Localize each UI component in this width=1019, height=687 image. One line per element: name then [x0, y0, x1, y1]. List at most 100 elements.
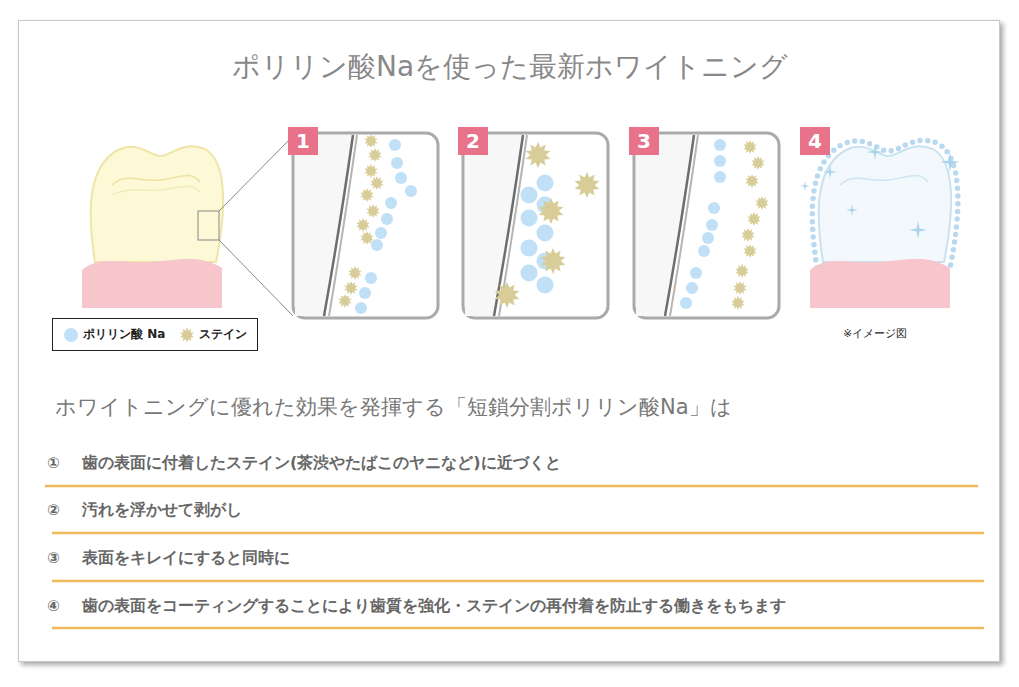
- stain-particle: [731, 296, 744, 310]
- stain-particle: [356, 218, 369, 232]
- polyphosphate-dot: [521, 187, 538, 204]
- panel-frame: [463, 133, 608, 318]
- stain-particle: [747, 212, 760, 226]
- zoom-box: [198, 211, 219, 240]
- polyphosphate-dot: [537, 175, 554, 192]
- tooth-crown: [819, 146, 951, 262]
- sparkles: [800, 144, 960, 239]
- polyphosphate-dot: [521, 240, 538, 257]
- polyphosphate-dot: [537, 277, 554, 294]
- polyphosphate-dot: [698, 245, 710, 257]
- sparkle: [800, 181, 810, 191]
- step-number: 4: [800, 127, 830, 155]
- polyphosphate-dot: [680, 297, 692, 309]
- item-text: 歯の表面をコーティングすることにより歯質を強化・ステインの再付着を防止する働きを…: [82, 596, 786, 617]
- enamel: [465, 135, 525, 316]
- polyphosphate-dot: [714, 139, 726, 151]
- item-text: 表面をキレイにすると同時に: [82, 548, 290, 569]
- stain-particle: [575, 172, 600, 198]
- stain-particle: [338, 294, 351, 308]
- crown-line: [112, 176, 200, 185]
- step-label: 3: [637, 131, 651, 151]
- polyphosphate-dot: [389, 139, 401, 151]
- swatch-star: [180, 327, 194, 342]
- stain-particle: [495, 282, 520, 308]
- zoom-panel: [463, 133, 608, 318]
- panel-frame: [293, 133, 438, 318]
- item-text: 歯の表面に付着したステイン(茶渋やたばこのヤニなど)に近づくと: [82, 453, 561, 474]
- underline: [45, 485, 978, 488]
- polyphosphate-dot: [385, 197, 397, 209]
- sparkle: [940, 152, 960, 172]
- polyphosphate-dot: [521, 265, 538, 282]
- tooth-white: [810, 140, 958, 308]
- legend-text: ステイン: [199, 326, 247, 343]
- stain-particle: [370, 176, 383, 190]
- underline: [52, 580, 984, 583]
- sparkle: [846, 204, 858, 216]
- panel-frame: [634, 133, 779, 318]
- item-number: ③: [47, 549, 60, 567]
- polyphosphate-dot: [714, 155, 726, 167]
- swatch-circle: [64, 328, 78, 342]
- polyphosphate-dot: [708, 202, 720, 214]
- gum: [82, 259, 222, 308]
- tooth-stained: [82, 136, 293, 316]
- underlines: [45, 486, 984, 628]
- title: ポリリン酸Naを使った最新ホワイトニング: [232, 48, 788, 86]
- sparkle: [867, 144, 883, 160]
- item-text: 汚れを浮かせて剥がし: [82, 500, 242, 521]
- stain-particle: [526, 142, 551, 168]
- polyphosphate-dot: [395, 172, 407, 184]
- stain-particle: [755, 196, 768, 210]
- item-number: ①: [47, 454, 60, 472]
- polyphosphate-dot: [706, 219, 718, 231]
- crown-line: [840, 176, 928, 185]
- polyphosphate-dot: [365, 272, 377, 284]
- stain-particle: [751, 156, 764, 170]
- stain-particle: [735, 264, 748, 278]
- polyphosphate-dot: [714, 171, 726, 183]
- legend-item: ポリリン酸 Na: [63, 326, 165, 343]
- polyphosphate-dot: [686, 282, 698, 294]
- legend-item: ステイン: [179, 326, 247, 343]
- stain-particle: [364, 164, 377, 178]
- zoom-line: [219, 240, 293, 316]
- stain-particle: [743, 244, 756, 258]
- polyphosphate-dot: [355, 302, 367, 314]
- polyphosphate-dot: [375, 227, 387, 239]
- subtitle: ホワイトニングに優れた効果を発揮する「短鎖分割ポリリン酸Na」は: [55, 393, 732, 421]
- sparkle: [909, 221, 927, 239]
- polyphosphate-dot: [391, 157, 403, 169]
- stain-particle: [539, 198, 564, 224]
- polyphosphate-dot: [359, 287, 371, 299]
- step-number: 3: [629, 127, 659, 155]
- polyphosphate-dot: [405, 185, 417, 197]
- zoom-line: [219, 136, 293, 211]
- legend: ポリリン酸 Na ステイン: [52, 318, 258, 351]
- zoom-panel: [293, 133, 438, 318]
- polyphosphate-dot: [690, 267, 702, 279]
- zoom-panel: [634, 133, 779, 318]
- step-label: 2: [466, 131, 480, 151]
- stain-particle: [360, 188, 373, 202]
- image-note: ※イメージ図: [843, 326, 907, 341]
- crown-line: [112, 186, 200, 195]
- surface-line: [670, 135, 698, 316]
- stain-particle: [733, 281, 746, 295]
- item-number: ②: [47, 501, 60, 519]
- stain-particle: [364, 134, 377, 148]
- surface-line: [329, 135, 357, 316]
- step-number: 2: [458, 127, 488, 155]
- stain-particle: [368, 148, 381, 162]
- underline: [52, 532, 984, 535]
- legend-swatch: [179, 327, 195, 343]
- sparkle: [823, 165, 837, 179]
- polyphosphate-dot: [702, 232, 714, 244]
- step-number: 1: [288, 127, 318, 155]
- step-label: 1: [296, 131, 310, 151]
- gum: [810, 259, 950, 308]
- polyphosphate-dot: [371, 239, 383, 251]
- coating-dots: [812, 140, 958, 267]
